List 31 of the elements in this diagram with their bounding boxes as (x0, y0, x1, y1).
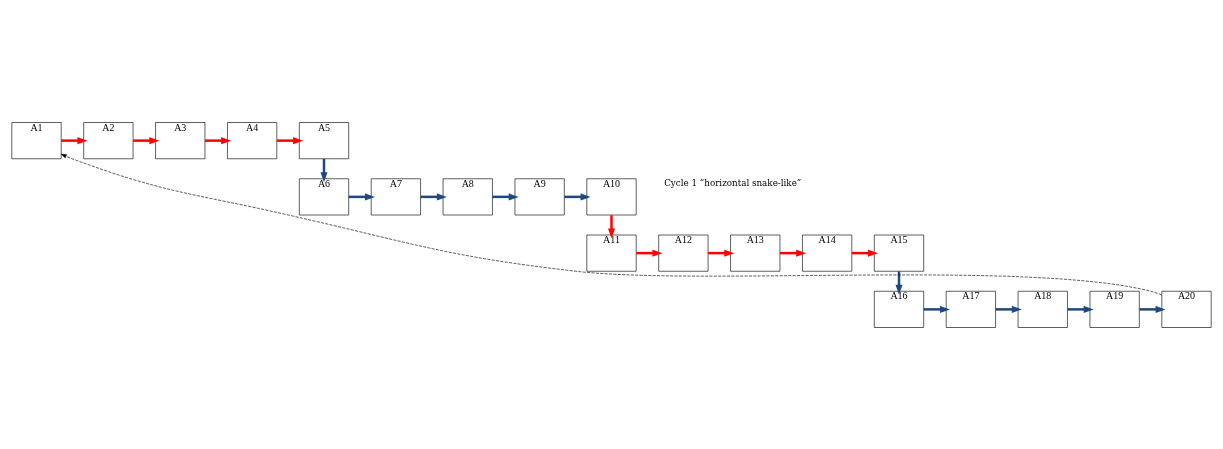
node-box: A15 (874, 234, 924, 272)
node-box: A1 (11, 121, 62, 159)
node-box: A2 (83, 121, 134, 159)
node-box: A13 (730, 234, 781, 272)
node-box: A18 (1017, 290, 1068, 328)
arrow (608, 214, 615, 239)
node-box: A11 (586, 234, 637, 272)
label: Cycle 1 “horizontal snake-like” (664, 177, 802, 188)
node-box: A7 (370, 177, 421, 215)
node-box: A12 (658, 234, 709, 272)
node-box: A8 (442, 177, 493, 215)
node-box: A16 (874, 290, 924, 328)
arrow (133, 136, 160, 144)
node-box: A14 (802, 234, 853, 272)
node-box: A4 (227, 121, 278, 159)
arrow (61, 136, 88, 144)
node-box: A17 (945, 290, 996, 328)
node-box: A6 (299, 177, 349, 215)
node-box: A3 (155, 121, 206, 159)
arrow (923, 305, 950, 313)
node-box: A20 (1161, 290, 1212, 328)
node-box: A19 (1089, 290, 1140, 328)
node-box: A5 (299, 121, 349, 159)
arrow (1067, 305, 1094, 313)
arrow (204, 136, 232, 144)
arrow (276, 136, 304, 144)
arrow (1139, 305, 1166, 313)
arrow (61, 153, 1163, 295)
arrow (995, 305, 1022, 313)
node-box: A10 (586, 177, 637, 215)
node-box: A9 (514, 177, 565, 215)
